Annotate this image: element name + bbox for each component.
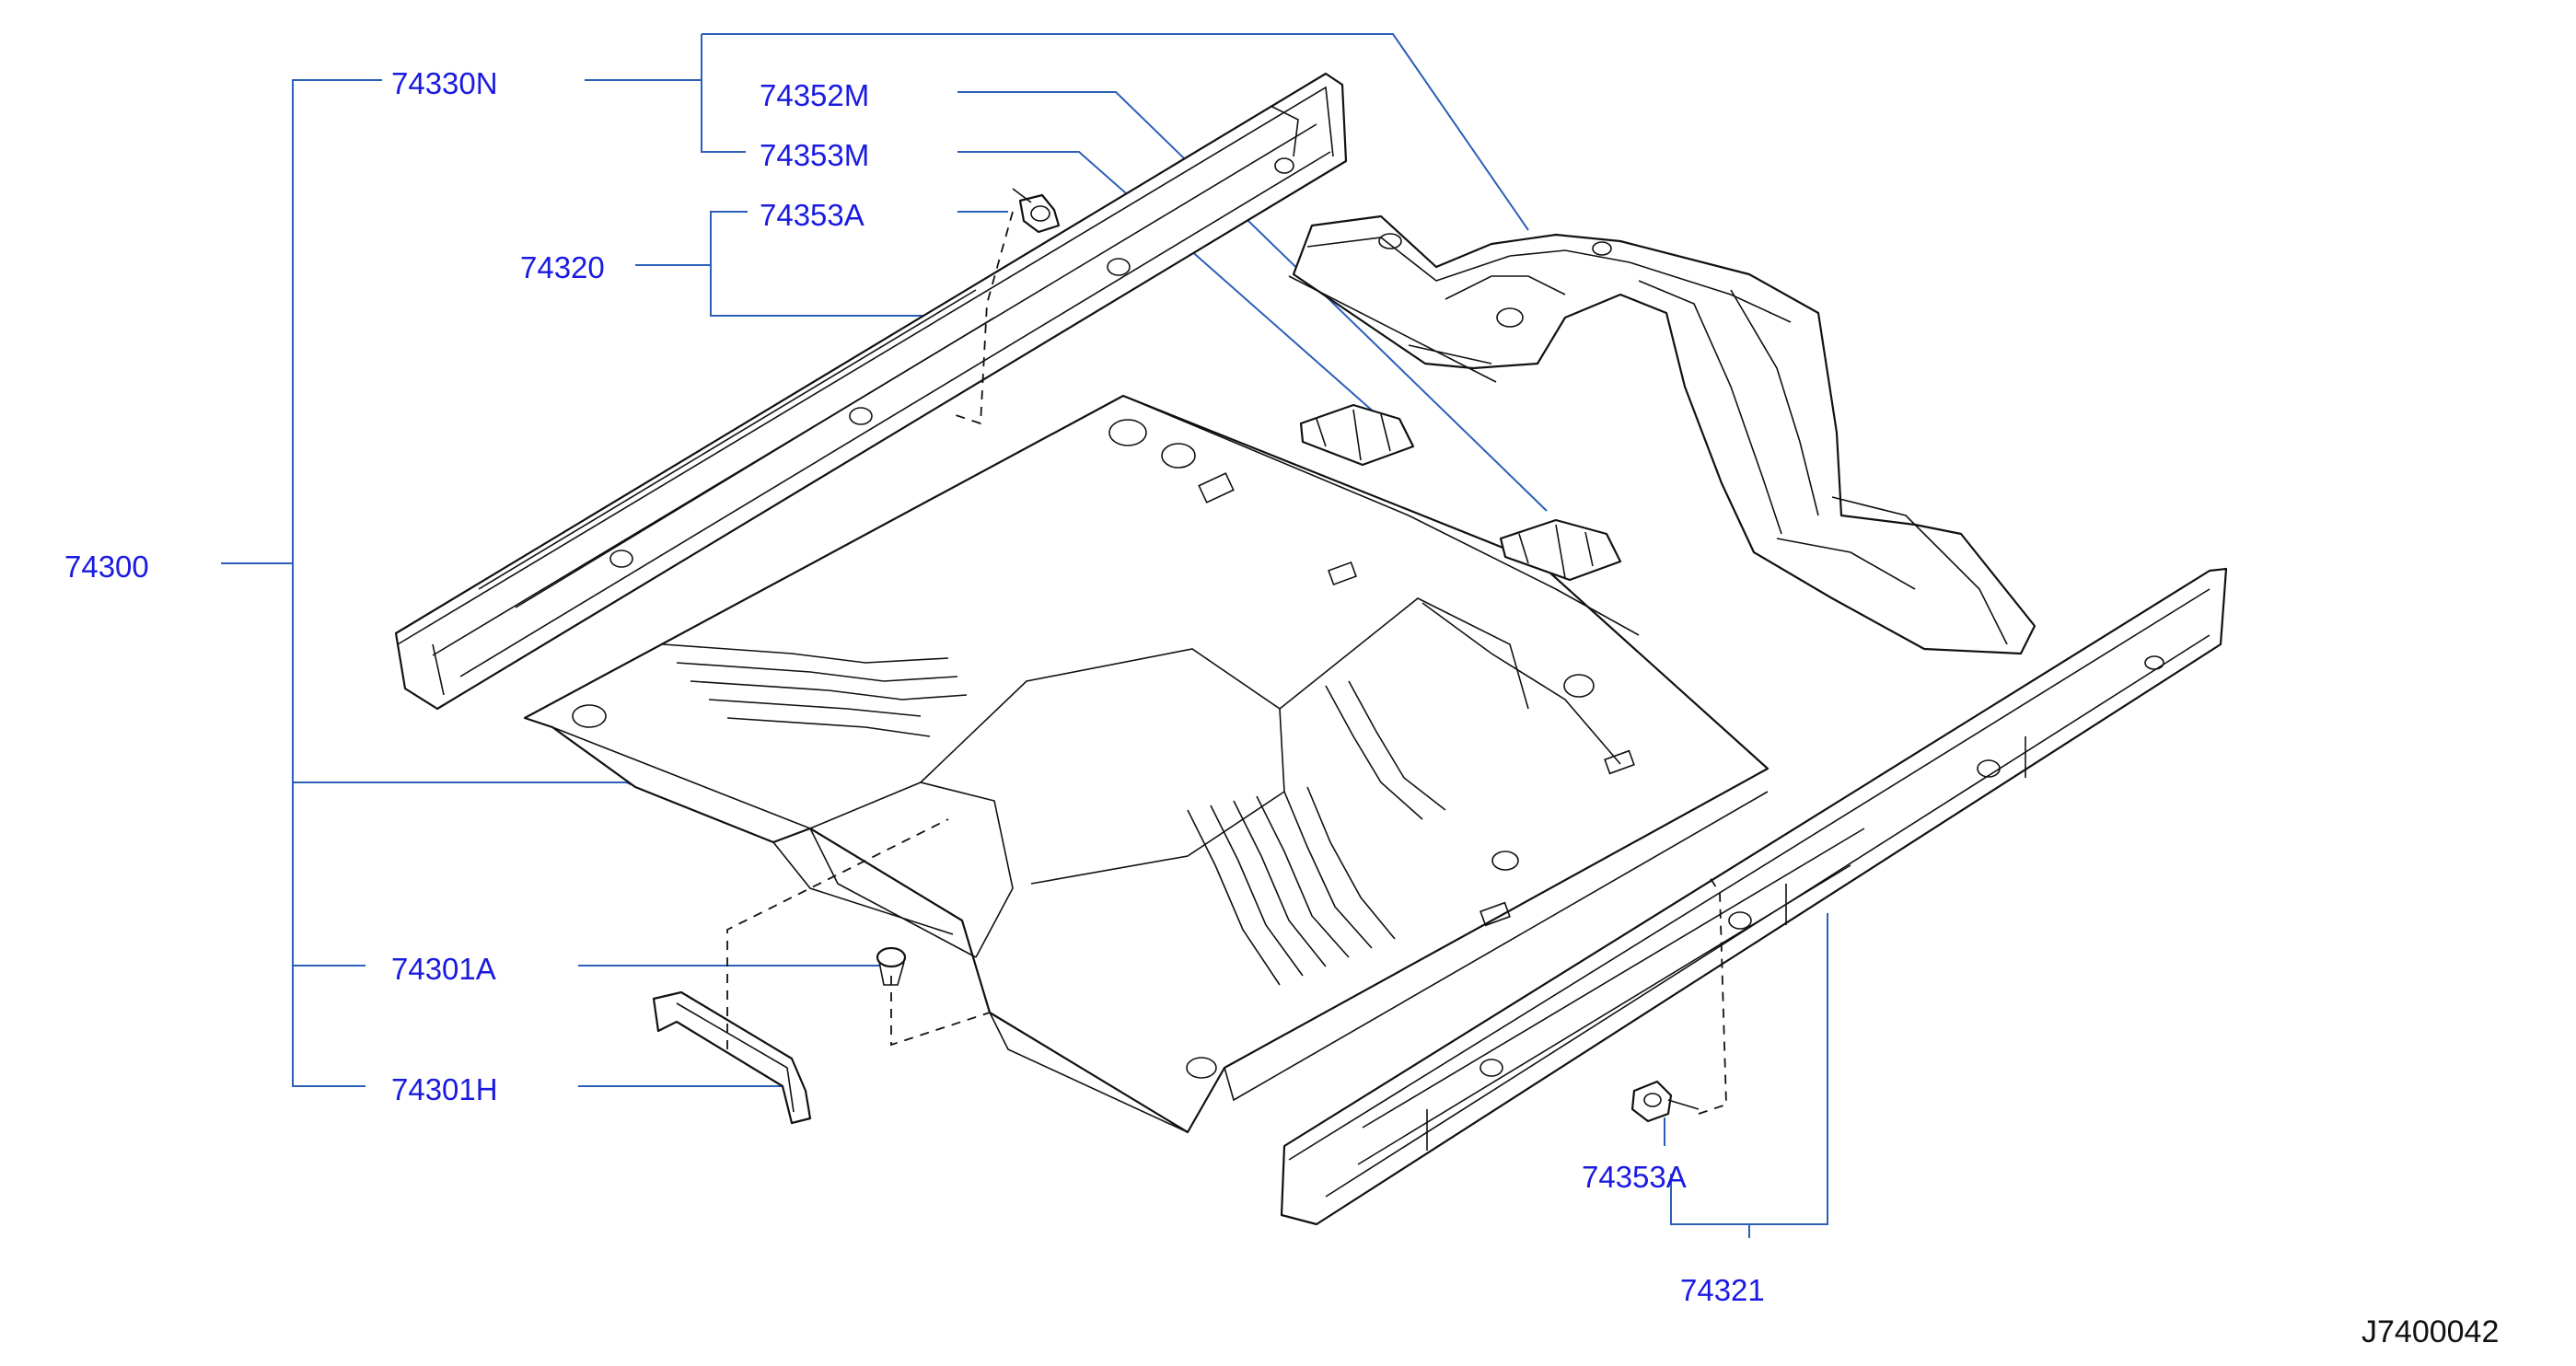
label-74352M[interactable]: 74352M — [760, 78, 869, 112]
right-sill-part[interactable] — [1280, 567, 2228, 1226]
part-labels: 74330N 74352M 74353M 74353A 74320 74300 … — [64, 66, 2499, 1349]
clip-74301A-part[interactable] — [876, 946, 907, 986]
label-74301H[interactable]: 74301H — [391, 1072, 498, 1106]
leader-lines — [221, 33, 1828, 1238]
label-74330N[interactable]: 74330N — [391, 66, 498, 100]
assembly-dashed-lines — [726, 211, 1727, 1115]
bracket-74353M-part[interactable] — [1299, 403, 1415, 467]
left-sill-part[interactable] — [394, 72, 1348, 711]
bolt-bottom-part[interactable] — [1630, 1080, 1700, 1123]
label-74300[interactable]: 74300 — [64, 550, 149, 584]
label-74353A-top[interactable]: 74353A — [760, 198, 864, 232]
label-74320[interactable]: 74320 — [520, 250, 605, 284]
label-74353A-bottom[interactable]: 74353A — [1582, 1160, 1687, 1194]
rear-crossmember-part[interactable] — [1288, 214, 2036, 655]
bracket-74352M-part[interactable] — [1499, 518, 1622, 582]
drawing-code: J7400042 — [2361, 1314, 2499, 1349]
reinforcement-74301H-part[interactable] — [652, 990, 812, 1125]
label-74321[interactable]: 74321 — [1680, 1273, 1765, 1307]
bolt-top-part[interactable] — [1012, 188, 1061, 234]
label-74301A[interactable]: 74301A — [391, 952, 496, 986]
label-74353M[interactable]: 74353M — [760, 138, 869, 172]
